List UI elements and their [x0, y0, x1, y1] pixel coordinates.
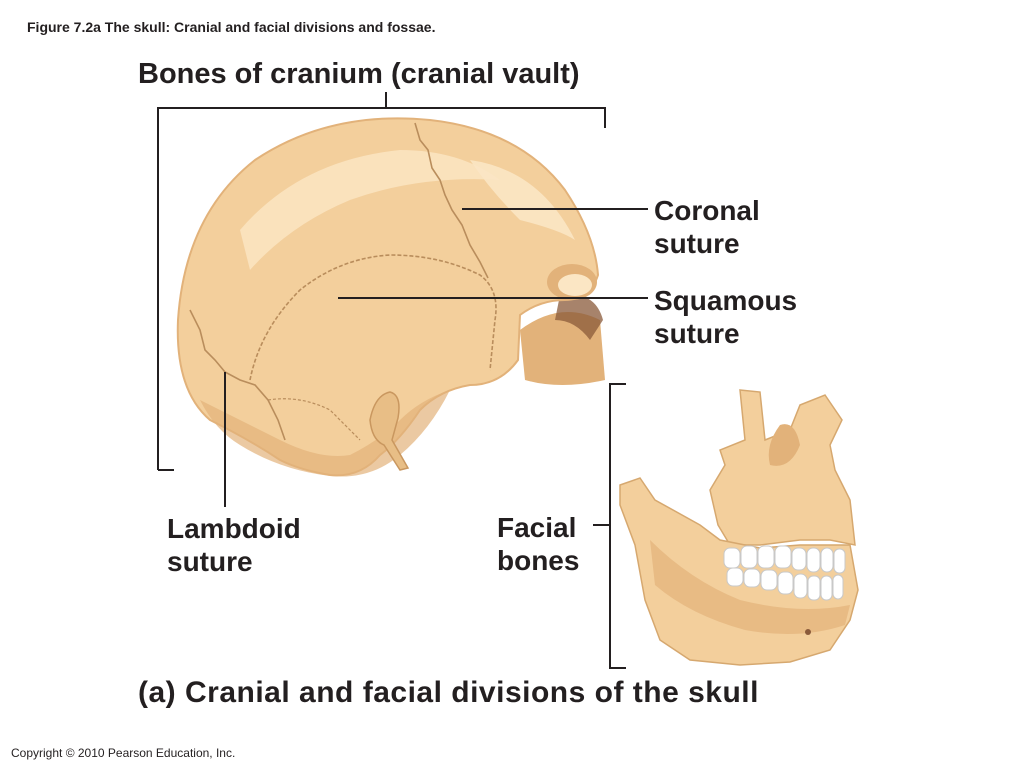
coronal-suture-label: Coronal suture — [654, 195, 760, 259]
squamous-suture-label: Squamous suture — [654, 285, 798, 349]
cranium-heading: Bones of cranium (cranial vault) — [138, 58, 580, 90]
figure-caption: Figure 7.2a The skull: Cranial and facia… — [27, 19, 436, 35]
facial-bones-illustration — [619, 389, 859, 666]
panel-title: (a) Cranial and facial divisions of the … — [138, 676, 759, 709]
copyright-notice: Copyright © 2010 Pearson Education, Inc. — [11, 746, 236, 760]
facial-bones-label: Facial bones — [497, 512, 580, 576]
cranium-illustration — [176, 117, 605, 477]
lambdoid-suture-label: Lambdoid suture — [167, 513, 301, 577]
